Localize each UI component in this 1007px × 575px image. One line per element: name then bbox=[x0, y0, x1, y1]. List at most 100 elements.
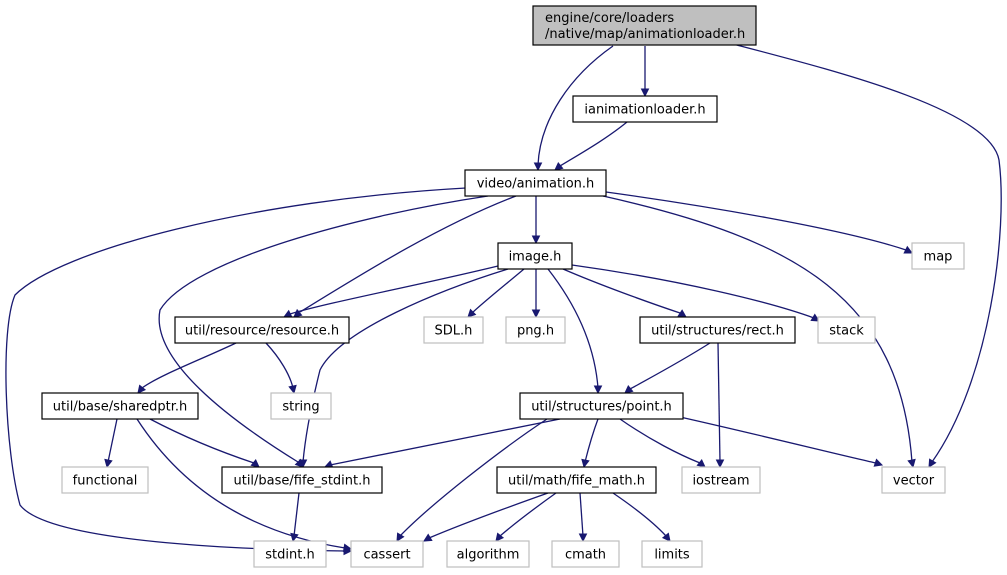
edge-image-to-sdl bbox=[467, 268, 525, 318]
edge-arrowhead bbox=[715, 459, 725, 469]
node-label: algorithm bbox=[457, 548, 520, 563]
edge-arrowhead bbox=[928, 458, 937, 468]
edge-line bbox=[629, 342, 711, 390]
edge-line bbox=[679, 416, 877, 464]
edge-line bbox=[612, 492, 667, 537]
edge-line bbox=[571, 264, 815, 319]
edge-line bbox=[562, 268, 681, 314]
edge-arrowhead bbox=[677, 309, 687, 318]
edge-line bbox=[537, 45, 614, 166]
node-label: util/resource/resource.h bbox=[185, 324, 339, 339]
node-box bbox=[270, 392, 332, 420]
node-functional: functional bbox=[61, 466, 149, 494]
node-box bbox=[174, 316, 350, 344]
edge-sharedptr-to-fife_stdint bbox=[149, 418, 260, 468]
node-vector: vector bbox=[881, 466, 946, 494]
node-fife_math[interactable]: util/math/fife_math.h bbox=[496, 466, 657, 494]
node-iostream: iostream bbox=[681, 466, 761, 494]
node-point[interactable]: util/structures/point.h bbox=[519, 392, 684, 420]
edge-rect-to-iostream bbox=[715, 342, 725, 469]
node-label: stack bbox=[829, 324, 864, 339]
edge-arrowhead bbox=[661, 532, 671, 542]
edge-line bbox=[107, 418, 118, 463]
edge-arrowhead bbox=[640, 88, 650, 98]
edge-arrowhead bbox=[298, 459, 308, 469]
node-animation[interactable]: video/animation.h bbox=[464, 169, 607, 197]
edge-arrowhead bbox=[342, 543, 353, 553]
edge-line bbox=[619, 418, 701, 464]
edge-line bbox=[136, 418, 346, 549]
edge-line bbox=[732, 43, 1002, 463]
node-label: util/base/fife_stdint.h bbox=[233, 474, 370, 489]
node-box bbox=[911, 242, 965, 270]
edge-arrowhead bbox=[531, 235, 541, 245]
node-label: functional bbox=[73, 474, 138, 489]
edge-arrowhead bbox=[903, 245, 913, 254]
node-root[interactable]: engine/core/loaders/native/map/animation… bbox=[532, 5, 757, 46]
edge-line bbox=[265, 342, 294, 389]
node-ianimationloader[interactable]: ianimationloader.h bbox=[572, 95, 718, 123]
node-label: cassert bbox=[363, 548, 410, 563]
node-cassert: cassert bbox=[350, 540, 424, 568]
node-box bbox=[881, 466, 946, 494]
edge-arrowhead bbox=[873, 458, 884, 467]
edge-line bbox=[717, 342, 721, 463]
node-rect[interactable]: util/structures/rect.h bbox=[639, 316, 796, 344]
node-label: string bbox=[282, 400, 319, 415]
node-label: /native/map/animationloader.h bbox=[545, 27, 745, 42]
edge-fife_math-to-algorithm bbox=[495, 492, 557, 542]
edge-line bbox=[547, 268, 599, 389]
edge-image-to-rect bbox=[562, 268, 687, 318]
node-box bbox=[423, 316, 484, 344]
edge-line bbox=[289, 265, 499, 315]
node-resource[interactable]: util/resource/resource.h bbox=[174, 316, 350, 344]
node-label: ianimationloader.h bbox=[584, 103, 705, 118]
edge-line bbox=[499, 492, 557, 537]
edge-root-to-ianimationloader bbox=[640, 46, 650, 98]
edge-arrowhead bbox=[423, 533, 433, 542]
edge-line bbox=[158, 195, 489, 463]
node-label: stdint.h bbox=[265, 548, 314, 563]
node-box bbox=[641, 540, 703, 568]
edge-arrowhead bbox=[293, 308, 303, 318]
edge-ianimationloader-to-animation bbox=[554, 121, 628, 171]
node-stack: stack bbox=[817, 316, 876, 344]
node-sharedptr[interactable]: util/base/sharedptr.h bbox=[41, 392, 199, 420]
edge-line bbox=[141, 342, 237, 389]
edge-arrowhead bbox=[581, 458, 590, 469]
node-box bbox=[572, 95, 718, 123]
node-box bbox=[464, 169, 607, 197]
edge-animation-to-image bbox=[531, 196, 541, 245]
node-box bbox=[817, 316, 876, 344]
edge-point-to-vector bbox=[679, 416, 884, 467]
edge-line bbox=[471, 268, 525, 314]
node-fife_stdint[interactable]: util/base/fife_stdint.h bbox=[221, 466, 383, 494]
node-box bbox=[519, 392, 684, 420]
node-box bbox=[221, 466, 383, 494]
edge-animation-to-resource bbox=[293, 195, 517, 318]
edge-line bbox=[399, 418, 548, 537]
edge-arrowhead bbox=[593, 385, 603, 395]
node-label: util/math/fife_math.h bbox=[508, 474, 645, 489]
node-box bbox=[639, 316, 796, 344]
node-box bbox=[497, 242, 573, 270]
node-image[interactable]: image.h bbox=[497, 242, 573, 270]
edge-image-to-resource bbox=[283, 265, 499, 318]
edge-resource-to-string bbox=[265, 342, 297, 395]
edge-arrowhead bbox=[290, 532, 299, 543]
edge-line bbox=[602, 195, 913, 463]
edge-arrowhead bbox=[104, 458, 113, 469]
node-label: engine/core/loaders bbox=[545, 11, 674, 26]
node-label: png.h bbox=[517, 324, 554, 339]
edge-fife_math-to-limits bbox=[612, 492, 671, 542]
node-box bbox=[532, 5, 757, 46]
edge-arrowhead bbox=[810, 313, 820, 322]
graph-nodes: engine/core/loaders/native/map/animation… bbox=[41, 5, 965, 568]
edge-sharedptr-to-functional bbox=[104, 418, 118, 469]
edge-line bbox=[5, 187, 467, 552]
node-limits: limits bbox=[641, 540, 703, 568]
node-stdint: stdint.h bbox=[253, 540, 327, 568]
edge-arrowhead bbox=[250, 458, 260, 468]
edge-sharedptr-to-cassert bbox=[136, 418, 353, 553]
